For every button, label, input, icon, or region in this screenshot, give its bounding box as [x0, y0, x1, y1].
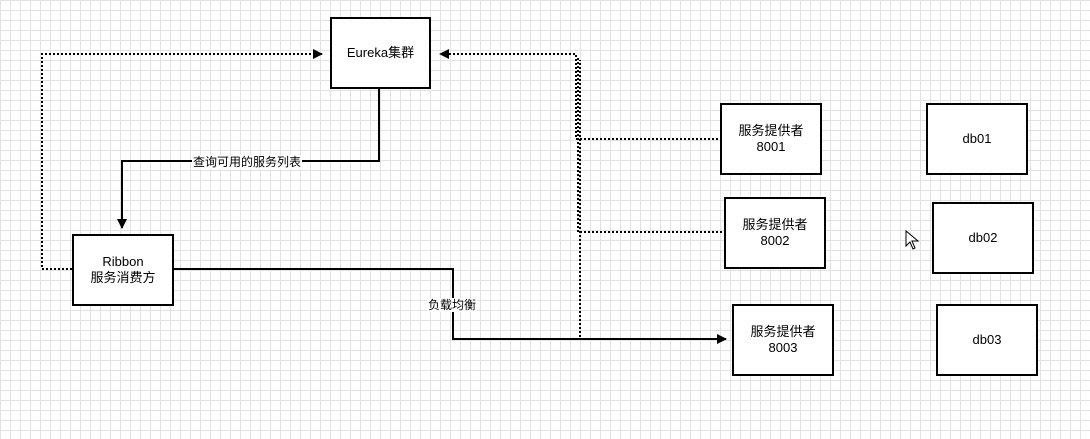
edge-ribbon-to-eureka — [41, 49, 323, 270]
provider-8002-label-line1: 服务提供者 — [742, 217, 808, 232]
provider-8003-label-line1: 服务提供者 — [750, 324, 816, 339]
provider-8003-node[interactable]: 服务提供者 8003 — [732, 304, 834, 376]
provider-8002-label-line2: 8002 — [760, 233, 790, 248]
eureka-cluster-node[interactable]: Eureka集群 — [330, 17, 431, 89]
edge-label-query-service-list: 查询可用的服务列表 — [192, 155, 303, 169]
ribbon-consumer-node[interactable]: Ribbon 服务消费方 — [72, 234, 174, 306]
provider-8001-label-line2: 8001 — [756, 139, 786, 154]
eureka-cluster-label: Eureka集群 — [346, 45, 415, 60]
ribbon-consumer-label-line2: 服务消费方 — [90, 270, 156, 285]
provider-8001-label-line1: 服务提供者 — [738, 123, 804, 138]
edge-provider1-to-eureka — [439, 49, 722, 140]
db02-label: db02 — [968, 230, 998, 245]
edge-label-load-balance: 负载均衡 — [427, 298, 478, 312]
provider-8001-node[interactable]: 服务提供者 8001 — [720, 103, 822, 175]
db01-label: db01 — [962, 131, 992, 146]
mouse-pointer-icon — [905, 229, 920, 250]
db03-label: db03 — [972, 332, 1002, 347]
db02-node[interactable]: db02 — [932, 202, 1034, 274]
provider-8003-label-line2: 8003 — [768, 340, 798, 355]
db01-node[interactable]: db01 — [926, 103, 1028, 175]
edge-provider2-to-eureka — [577, 57, 726, 233]
provider-8002-node[interactable]: 服务提供者 8002 — [724, 197, 826, 269]
ribbon-consumer-label-line1: Ribbon — [102, 254, 144, 269]
db03-node[interactable]: db03 — [936, 304, 1038, 376]
